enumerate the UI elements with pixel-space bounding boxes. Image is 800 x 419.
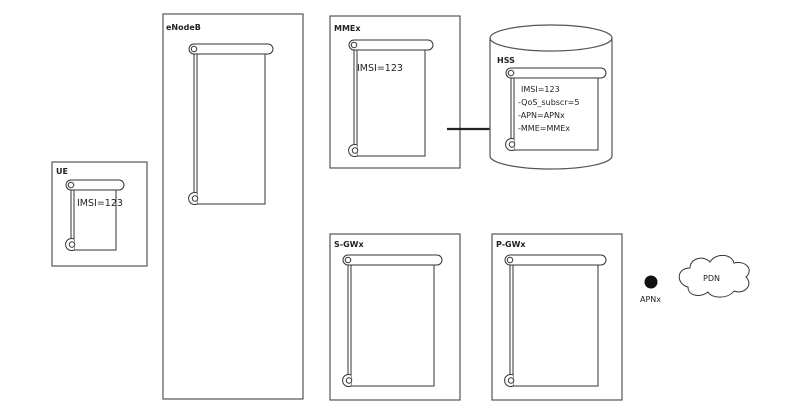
sgw-label: S-GWx [334, 240, 364, 249]
enodeb-scroll-icon [188, 43, 274, 205]
pdn-node: PDN [678, 254, 750, 298]
enodeb-node: eNodeB [162, 13, 304, 400]
ue-imsi-text: IMSI=123 [77, 198, 123, 209]
mme-scroll-icon [348, 39, 434, 157]
enodeb-label: eNodeB [166, 23, 201, 32]
apn-node: APNx [640, 275, 661, 304]
apn-label: APNx [640, 295, 661, 304]
mme-node: MMEx IMSI=123 [329, 15, 461, 169]
sgw-node: S-GWx [329, 233, 461, 401]
ue-node: UE IMSI=123 [51, 161, 148, 267]
hss-node: HSS IMSI=123 -QoS_subscr=5 -APN=APNx -MM… [489, 24, 613, 170]
hss-apn-text: -APN=APNx [518, 111, 565, 120]
ue-label: UE [56, 167, 68, 176]
pdn-label: PDN [703, 274, 720, 283]
pdn-cloud-icon [678, 254, 750, 298]
ue-scroll-icon [65, 179, 125, 251]
pgw-node: P-GWx [491, 233, 623, 401]
hss-mme-text: -MME=MMEx [518, 124, 570, 133]
hss-scroll-icon [505, 67, 607, 151]
mme-imsi-text: IMSI=123 [357, 63, 403, 74]
pgw-label: P-GWx [496, 240, 526, 249]
sgw-scroll-icon [342, 254, 443, 387]
hss-qos-text: -QoS_subscr=5 [518, 98, 579, 107]
mme-label: MMEx [334, 24, 361, 33]
hss-cylinder-top [489, 24, 613, 52]
pgw-scroll-icon [504, 254, 607, 387]
apn-dot-icon [644, 275, 658, 289]
hss-imsi-text: IMSI=123 [521, 85, 560, 94]
hss-label: HSS [497, 56, 515, 65]
